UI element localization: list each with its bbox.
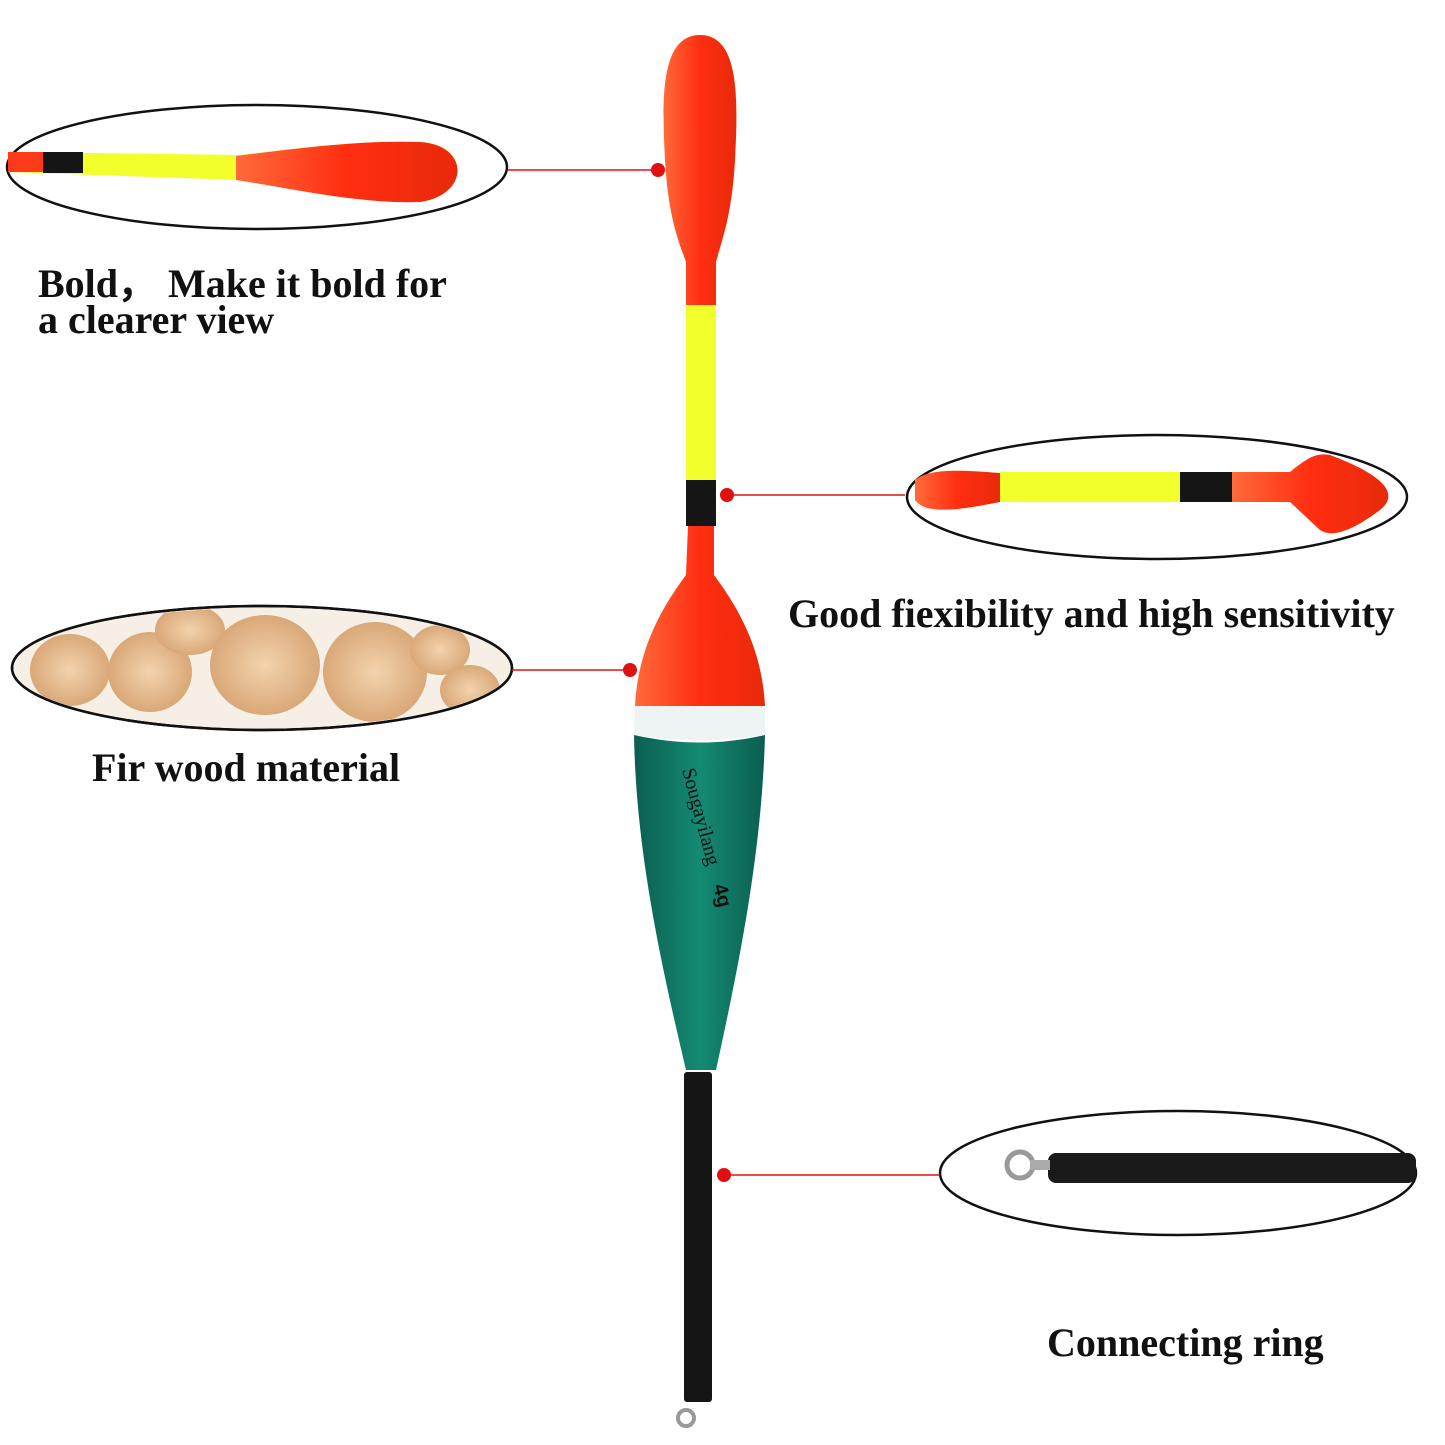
float-yellow-segment (686, 305, 716, 480)
float-bottom-stem (684, 1072, 712, 1402)
label-stem: Good fiexibility and high sensitivity (788, 591, 1395, 636)
float-white-band (634, 706, 765, 741)
wood-dowels-image (30, 608, 500, 722)
label-tip: Bold， Make it bold for a clearer view (38, 261, 447, 342)
float-red-neck (635, 526, 765, 706)
label-body: Fir wood material (92, 745, 401, 790)
float-black-band (686, 480, 716, 526)
callout-wood (10, 604, 637, 732)
fishing-float: Sougayilang 4g (634, 35, 765, 1428)
label-ring: Connecting ring (1047, 1320, 1324, 1365)
float-green-body (634, 735, 765, 1070)
label-tip-line2: a clearer view (38, 297, 275, 342)
float-ring (676, 1408, 696, 1428)
float-tip-bulb (663, 35, 737, 305)
label-tip-line1: Bold， Make it bold for (38, 261, 447, 306)
callout-stem (720, 433, 1409, 561)
callout-tip (5, 103, 665, 231)
callout-ring (717, 1109, 1418, 1237)
